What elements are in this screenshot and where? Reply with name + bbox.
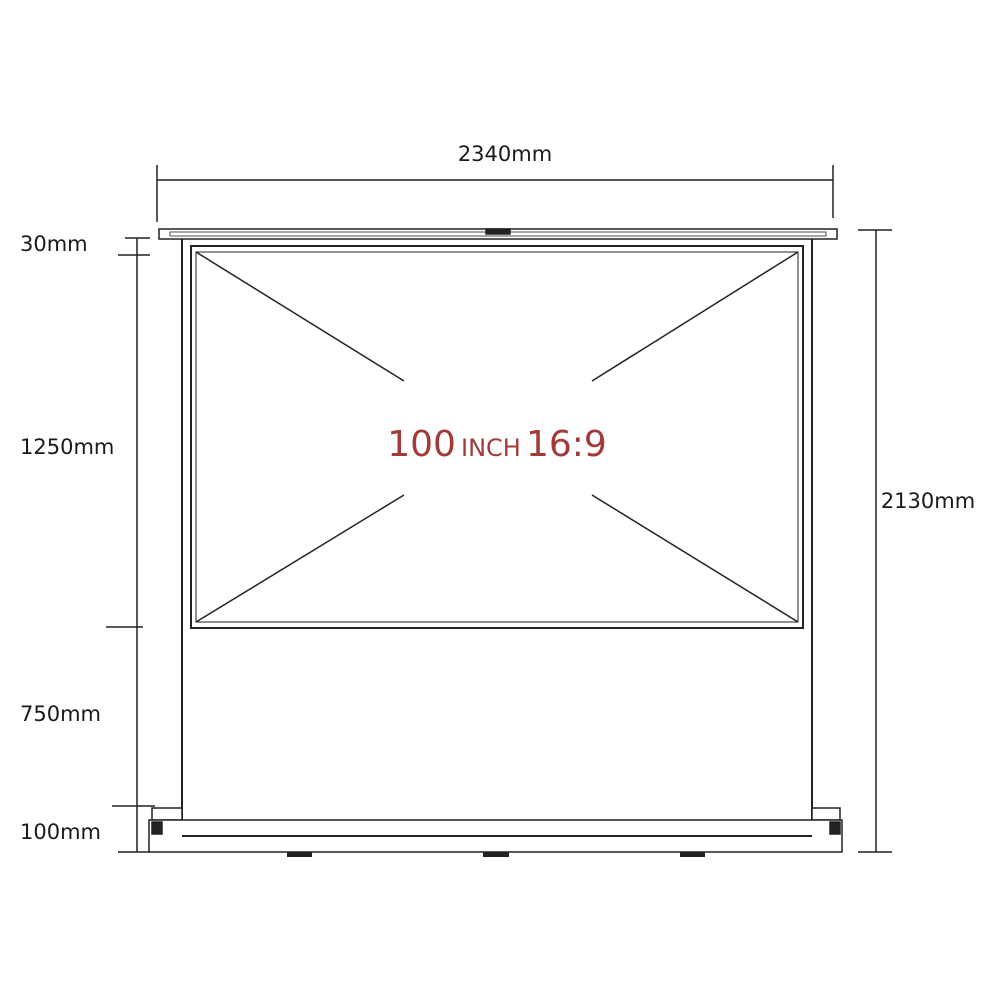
screen-size-number: 100	[387, 424, 456, 465]
left-dimension	[106, 237, 155, 853]
diagonal-top-right	[591, 251, 799, 382]
base-housing	[148, 807, 843, 853]
foot-center	[483, 852, 509, 857]
base-cap-right	[811, 807, 841, 821]
base-feet	[287, 852, 705, 857]
diagonal-top-left	[195, 251, 405, 382]
screen-aspect-ratio: 16:9	[526, 424, 607, 465]
screen-size-unit: INCH	[461, 434, 521, 462]
screen-viewing-area	[190, 245, 804, 629]
base-clip-right	[829, 821, 841, 835]
width-dimension	[156, 165, 834, 222]
top-housing	[158, 228, 838, 240]
foot-left	[287, 852, 312, 857]
base-height-label: 100mm	[20, 820, 101, 844]
diagonal-bottom-left	[195, 494, 405, 623]
screen-viewing-inner	[195, 251, 799, 623]
diagonal-bottom-right	[591, 494, 799, 623]
screen-body	[181, 239, 813, 836]
top-housing-handle	[485, 228, 511, 235]
screen-diagonals	[195, 251, 799, 623]
height-dimension-label: 2130mm	[881, 489, 975, 513]
top-housing-label: 30mm	[20, 232, 88, 256]
screen-size-label: 100 INCH 16:9	[387, 424, 607, 465]
base-cap-left	[151, 807, 183, 821]
foot-right	[680, 852, 705, 857]
width-dimension-label: 2340mm	[458, 142, 552, 166]
screen-height-label: 1250mm	[20, 435, 114, 459]
base-clip-left	[151, 821, 163, 835]
height-dimension	[858, 229, 892, 853]
lower-section-label: 750mm	[20, 702, 101, 726]
